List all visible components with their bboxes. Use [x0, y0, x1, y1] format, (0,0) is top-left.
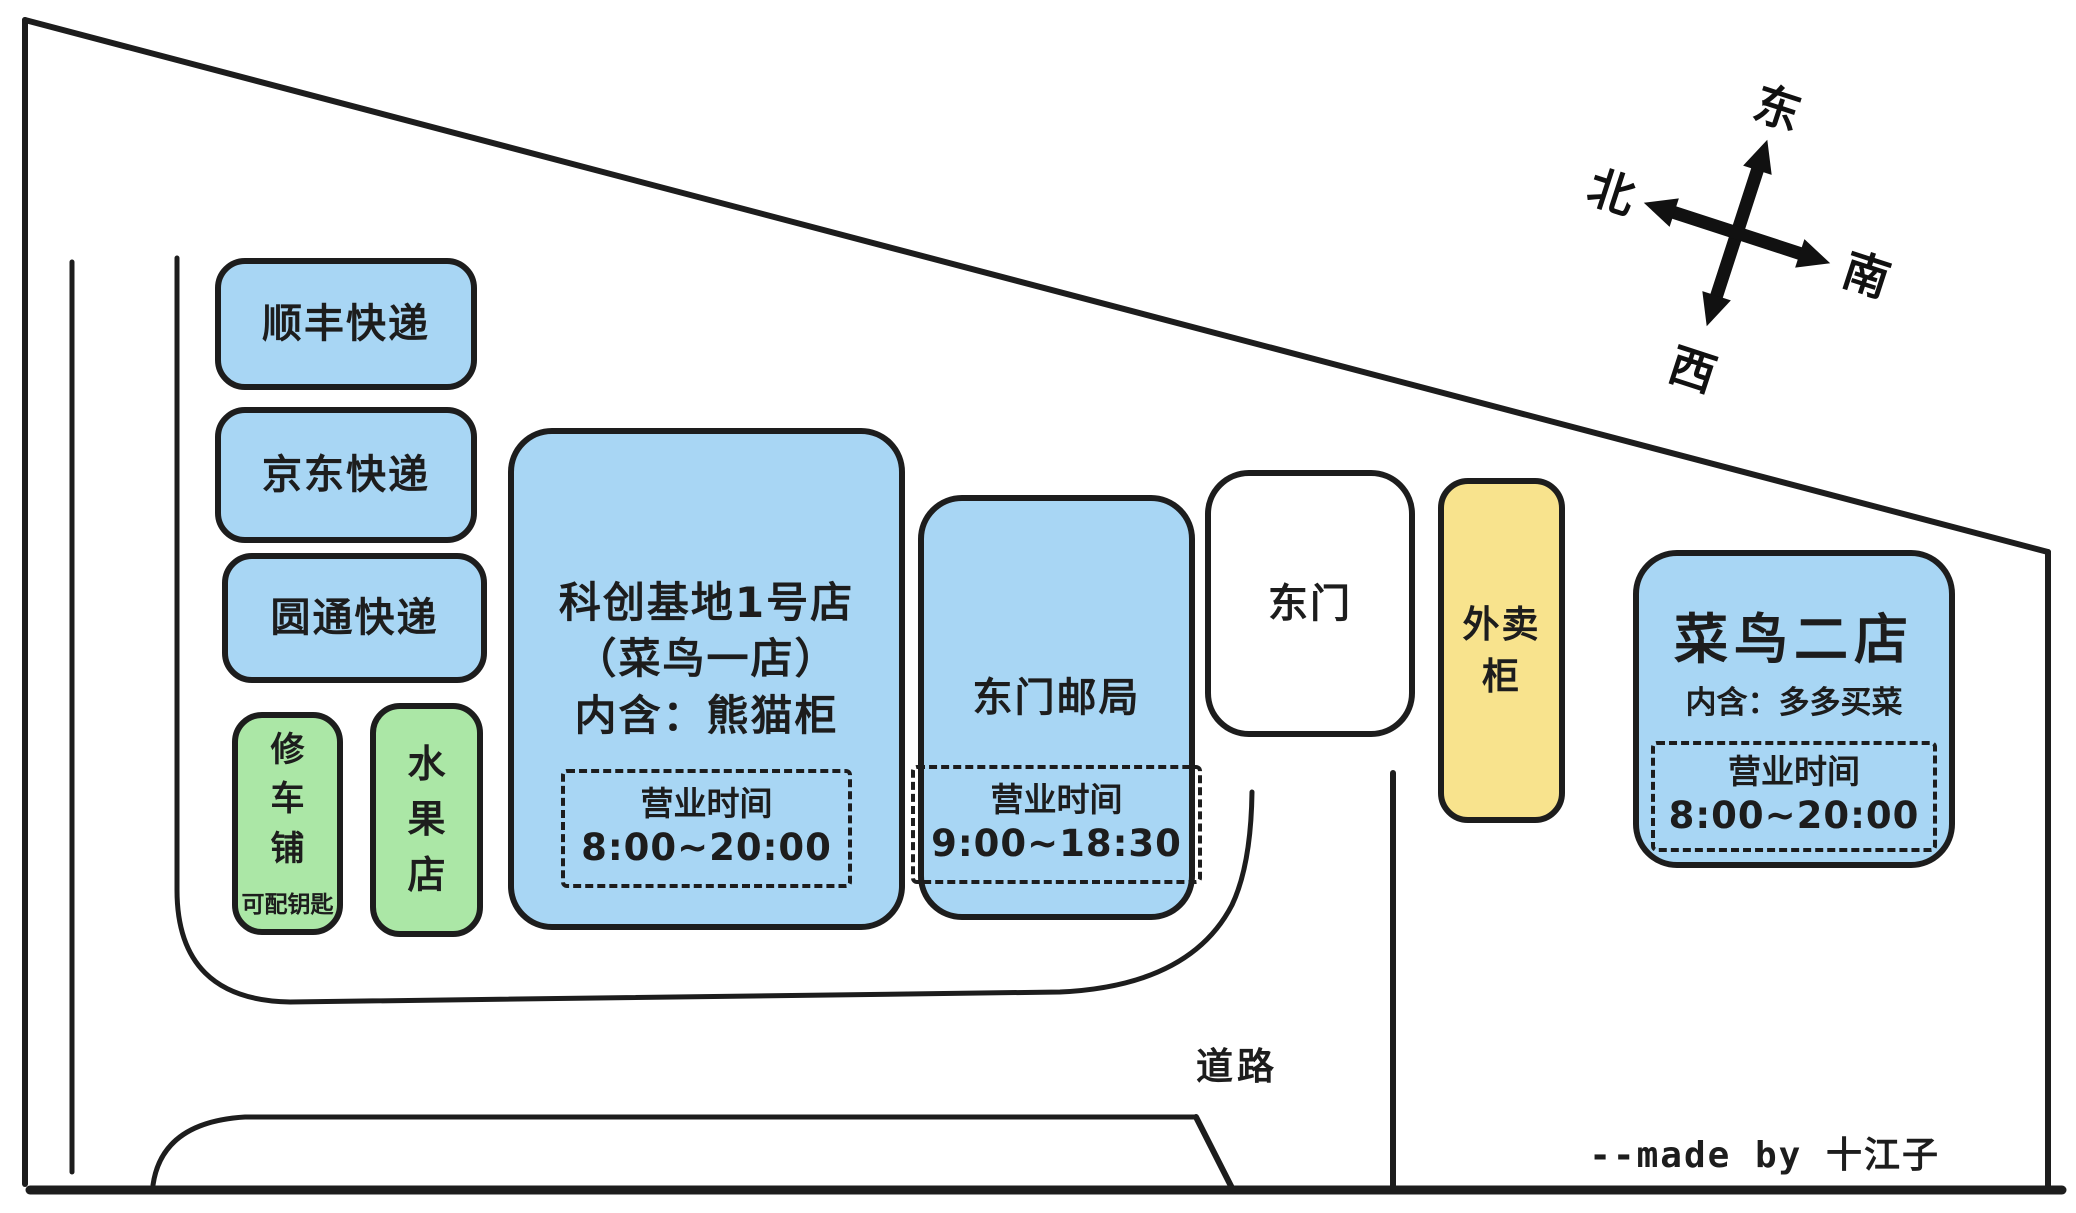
- business-hours-box: 营业时间 9:00~18:30: [911, 764, 1202, 884]
- building-east-gate: 东门: [1205, 470, 1415, 737]
- business-hours-box: 营业时间 8:00~20:00: [561, 768, 852, 888]
- building-label: 圆通快递: [270, 595, 439, 641]
- compass-icon: 东 西 北 南: [1581, 76, 1896, 403]
- building-fruit-shop: 水果店: [370, 703, 483, 937]
- business-hours-box: 营业时间 8:00~20:00: [1650, 740, 1938, 852]
- hours-value: 8:00~20:00: [1668, 793, 1920, 837]
- hours-label: 营业时间: [990, 779, 1123, 819]
- building-shunfeng-express: 顺丰快递: [215, 258, 477, 390]
- boundary-top-diagonal-line: [22, 17, 2051, 555]
- compass-north-label: 北: [1581, 159, 1641, 225]
- building-cainiao-store-2: 菜鸟二店 内含：多多买菜 营业时间 8:00~20:00: [1633, 550, 1955, 868]
- road-upper-edge-line: [174, 255, 1255, 1005]
- compass-south-label: 南: [1836, 242, 1896, 308]
- building-subtitle: （菜鸟一店）: [574, 634, 839, 684]
- road-lower-edge-line: [150, 1114, 1199, 1188]
- road-label: 道路: [1196, 1045, 1278, 1088]
- building-label: 外卖柜: [1462, 602, 1541, 698]
- building-jingdong-express: 京东快递: [215, 407, 477, 543]
- building-yuantong-express: 圆通快递: [222, 553, 487, 683]
- building-contains: 内含：熊猫柜: [574, 690, 839, 740]
- building-label: 东门: [1268, 580, 1352, 627]
- credit-text: --made by 十江子: [1589, 1135, 1940, 1176]
- hours-value: 9:00~18:30: [931, 821, 1182, 865]
- building-contains: 内含：多多买菜: [1685, 684, 1903, 721]
- building-kechuang-cainiao-store-1: 科创基地1号店 （菜鸟一店） 内含：熊猫柜 营业时间 8:00~20:00: [508, 428, 905, 930]
- building-bike-repair-shop: 修车铺 可配钥匙: [232, 712, 343, 935]
- road-slant-line: [1193, 1114, 1236, 1193]
- hours-label: 营业时间: [1728, 751, 1860, 791]
- building-label: 修车铺: [270, 730, 305, 869]
- building-label: 京东快递: [262, 452, 430, 498]
- building-label: 顺丰快递: [262, 301, 430, 347]
- compass-east-label: 东: [1747, 76, 1807, 142]
- hours-label: 营业时间: [640, 783, 773, 823]
- building-title: 东门邮局: [972, 674, 1141, 721]
- hours-value: 8:00~20:00: [581, 825, 832, 869]
- building-title: 菜鸟二店: [1674, 608, 1914, 672]
- compass-west-label: 西: [1662, 337, 1722, 403]
- building-east-gate-post-office: 东门邮局 营业时间 9:00~18:30: [911, 495, 1202, 920]
- building-title: 科创基地1号店: [558, 577, 855, 627]
- building-takeout-cabinet: 外卖柜: [1438, 478, 1565, 823]
- building-label: 水果店: [407, 742, 446, 897]
- building-note: 可配钥匙: [241, 891, 334, 918]
